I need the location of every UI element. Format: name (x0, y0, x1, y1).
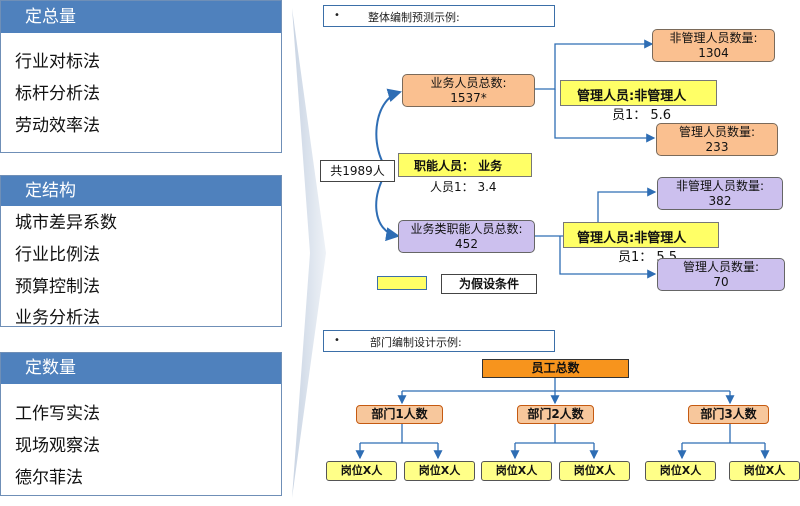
non-mgmt-top-box: 非管理人员数量: 1304 (652, 29, 775, 62)
non-mgmt-bottom-label: 非管理人员数量: (675, 179, 765, 193)
bullet-icon: • (334, 335, 340, 346)
func-ratio-box (398, 153, 532, 177)
method-item: 劳动效率法 (15, 116, 100, 136)
position-box: 岗位X人 (729, 461, 800, 481)
non-mgmt-bottom-value: 382 (708, 194, 732, 208)
position-label: 岗位X人 (573, 464, 616, 477)
method-item: 德尔菲法 (15, 468, 83, 488)
method-item: 行业对标法 (15, 52, 100, 72)
legend-label: 为假设条件 (458, 277, 519, 291)
employee-total-label: 员工总数 (531, 361, 580, 375)
section1-title: 整体编制预测示例: (368, 11, 460, 24)
employee-total-box: 员工总数 (482, 359, 629, 378)
method-item: 工作写实法 (15, 404, 100, 424)
mgmt-bottom-value: 70 (713, 275, 729, 289)
mgmt-top-label: 管理人员数量: (678, 125, 756, 139)
mgmt-bottom-label: 管理人员数量: (682, 260, 760, 274)
position-label: 岗位X人 (418, 464, 461, 477)
dept-box-3: 部门3人数 (688, 405, 769, 424)
mgmt-top-value: 233 (705, 140, 729, 154)
non-mgmt-bottom-box: 非管理人员数量: 382 (657, 177, 783, 210)
panel-total-title: 定总量 (1, 1, 281, 33)
panel-quantity-title: 定数量 (1, 353, 281, 384)
mgmt-ratio-top-box (560, 80, 717, 106)
business-total-box: 业务人员总数: 1537* (402, 74, 535, 107)
panel-quantity: 定数量 工作写实法 现场观察法 德尔菲法 (0, 352, 282, 496)
method-item: 行业比例法 (15, 245, 100, 265)
method-item: 标杆分析法 (15, 84, 100, 104)
position-label: 岗位X人 (659, 464, 702, 477)
mgmt-ratio-top-line1: 管理人员:非管理人 (577, 89, 687, 104)
section2-header: • 部门编制设计示例: (323, 330, 555, 352)
mgmt-ratio-bottom-line1: 管理人员:非管理人 (577, 231, 687, 246)
panel-total: 定总量 行业对标法 标杆分析法 劳动效率法 (0, 0, 282, 153)
grand-total-label: 共1989人 (330, 164, 385, 178)
dept-box-1: 部门1人数 (356, 405, 443, 424)
dept-label: 部门2人数 (527, 407, 584, 421)
dept-box-2: 部门2人数 (517, 405, 594, 424)
func-total-label: 业务类职能人员总数: (410, 222, 523, 236)
position-label: 岗位X人 (495, 464, 538, 477)
non-mgmt-top-label: 非管理人员数量: (669, 31, 758, 45)
method-item: 现场观察法 (15, 436, 100, 456)
legend-label-box: 为假设条件 (441, 274, 537, 294)
func-ratio-line2: 人员1： 3.4 (430, 180, 497, 194)
func-ratio-line1: 职能人员： 业务 (414, 159, 503, 173)
mgmt-top-box: 管理人员数量: 233 (656, 123, 778, 156)
position-label: 岗位X人 (743, 464, 786, 477)
big-arrow-shape (292, 8, 326, 498)
func-total-box: 业务类职能人员总数: 452 (398, 220, 535, 253)
panel-structure-title: 定结构 (1, 176, 281, 206)
bullet-icon: • (334, 10, 340, 21)
mgmt-ratio-top-line2: 员1： 5.6 (612, 108, 672, 123)
position-box: 岗位X人 (559, 461, 630, 481)
dept-label: 部门3人数 (700, 407, 757, 421)
mgmt-ratio-bottom-box (563, 222, 719, 248)
panel-structure: 定结构 城市差异系数 行业比例法 预算控制法 业务分析法 (0, 175, 282, 328)
section2-title: 部门编制设计示例: (370, 336, 462, 349)
grand-total-box: 共1989人 (320, 160, 395, 182)
method-item: 业务分析法 (15, 308, 100, 328)
method-item: 城市差异系数 (15, 213, 117, 233)
position-box: 岗位X人 (645, 461, 716, 481)
position-box: 岗位X人 (326, 461, 397, 481)
legend-swatch (377, 276, 427, 290)
dept-label: 部门1人数 (371, 407, 428, 421)
section1-header: • 整体编制预测示例: (323, 5, 555, 27)
business-total-value: 1537* (450, 91, 487, 105)
position-box: 岗位X人 (481, 461, 552, 481)
business-total-label: 业务人员总数: (430, 76, 507, 90)
position-label: 岗位X人 (340, 464, 383, 477)
position-box: 岗位X人 (404, 461, 475, 481)
mgmt-bottom-box: 管理人员数量: 70 (657, 258, 785, 291)
method-item: 预算控制法 (15, 277, 100, 297)
non-mgmt-top-value: 1304 (698, 46, 729, 60)
func-total-value: 452 (455, 237, 478, 251)
